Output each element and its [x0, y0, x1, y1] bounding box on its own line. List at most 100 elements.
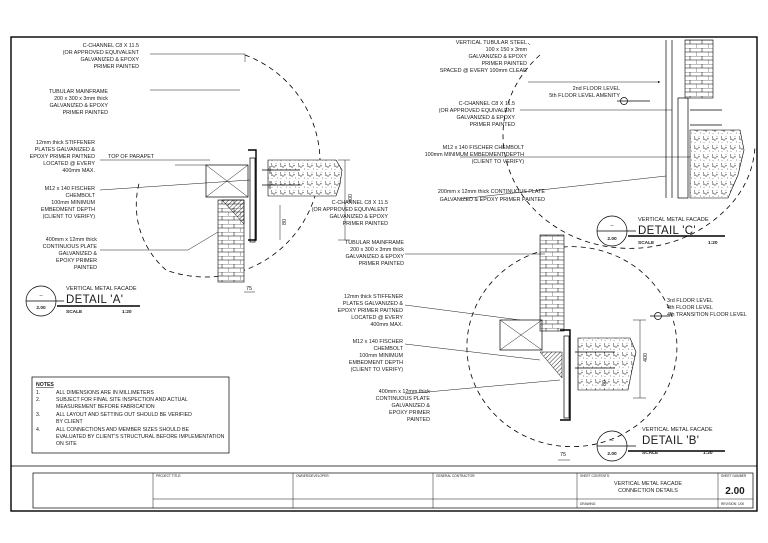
c-steel-line-4: PRIMER PAINTED — [482, 61, 528, 67]
c-subtitle: VERTICAL METAL FACADE — [638, 217, 709, 223]
a-chembolt-line-3: 100mm MINIMUM — [51, 200, 95, 206]
b-plate-line-3: GALVANIZED & — [392, 403, 431, 409]
project-title-label: PROJECT TITLE: — [156, 474, 181, 478]
a-scale-value: 1:20 — [122, 309, 132, 315]
notes-box: NOTES 1. ALL DIMENSIONS ARE IN MILLIMETE… — [31, 376, 230, 454]
c-plate-line-2: GALVANIZED & EPOXY PRIMER PAINTED — [440, 197, 545, 203]
c-c-channel-line-3: GALVANIZED & EPOXY — [456, 115, 515, 121]
c-level-2: 5th FLOOR LEVEL AMENITY — [549, 93, 620, 99]
detail-a-callouts: C-CHANNEL C8 X 11.5 (OR APPROVED EQUIVAL… — [30, 43, 354, 292]
c-chembolt-line-1: M12 x 140 FISCHER CHEMBOLT — [443, 145, 525, 151]
c-scale-value: 1:20 — [708, 240, 718, 246]
a-stiffener-line-4: LOCATED @ EVERY — [43, 161, 95, 167]
a-c-channel-line-3: GALVANIZED & EPOXY — [80, 57, 139, 63]
b-chembolt-line-3: 100mm MINIMUM — [359, 353, 403, 359]
detail-b-title: – 2.00 VERTICAL METAL FACADE DETAIL 'B' … — [596, 427, 725, 462]
c-steel-line-1: VERTICAL TUBULAR STEEL — [456, 40, 527, 46]
b-scale-label: SCALE — [642, 450, 659, 456]
a-c-channel-line-2: (OR APPROVED EQUIVALENT — [63, 50, 140, 56]
b-chembolt-line-2: CHEMBOLT — [373, 346, 403, 352]
title-block: PROJECT TITLE: OWNER/DEVELOPER: GENERAL … — [32, 472, 754, 509]
c-scale-label: SCALE — [638, 240, 655, 246]
a-parapet-label: TOP OF PARAPET — [108, 154, 155, 160]
a-chembolt-line-4: EMBEDMENT DEPTH — [41, 207, 95, 213]
sheet-border — [10, 36, 758, 512]
c-steel-line-5: SPACED @ EVERY 100mm CLEAR — [440, 68, 527, 74]
a-c-channel-line-1: C-CHANNEL C8 X 11.5 — [83, 43, 139, 49]
note-4-text: ALL CONNECTIONS AND MEMBER SIZES SHOULD … — [56, 427, 190, 433]
b-stiffener-line-4: LOCATED @ EVERY — [351, 315, 403, 321]
b-plate-line-4: EPOXY PRIMER — [389, 410, 430, 416]
a-title: DETAIL 'A' — [66, 294, 123, 306]
a-mainframe-line-1: TUBULAR MAINFRAME — [49, 89, 108, 95]
b-c-channel-line-1: C-CHANNEL C8 X 11.5 — [332, 200, 388, 206]
c-steel-line-2: 100 x 150 x 3mm — [486, 47, 528, 53]
b-level-1: 3rd FLOOR LEVEL — [667, 298, 713, 304]
note-3-num: 3. — [36, 412, 40, 418]
c-chembolt-line-2: 100mm MINIMUM EMBEDMENT DEPTH — [425, 152, 524, 158]
b-stiffener-line-1: 12mm thick STIFFENER — [344, 294, 403, 300]
b-level-2: 4th FLOOR LEVEL — [667, 305, 713, 311]
drawing-title-line-2: CONNECTION DETAILS — [618, 488, 678, 494]
note-3-text-cont: BY CLIENT — [56, 419, 84, 425]
b-c-channel-line-3: GALVANIZED & EPOXY — [329, 214, 388, 220]
note-2-num: 2. — [36, 397, 40, 403]
b-stiffener-line-2: PLATES GALVANIZED & — [343, 301, 404, 307]
note-2-text-cont: MEASUREMENT BEFORE FABRICATION — [56, 404, 155, 410]
c-c-channel-line-1: C-CHANNEL C8 X 11.5 — [459, 101, 515, 107]
b-marker-number: 2.00 — [607, 451, 617, 457]
b-plate-line-1: 400mm x 12mm thick — [379, 389, 431, 395]
b-c-channel-line-4: PRIMER PAINTED — [343, 221, 389, 227]
a-plate-line-5: PAINTED — [74, 265, 97, 271]
b-dim-inner: 80 — [602, 380, 608, 386]
note-1-text: ALL DIMENSIONS ARE IN MILLIMETERS — [56, 390, 154, 396]
revision-label: REVISION: 1/00 — [721, 502, 744, 506]
c-c-channel-line-4: PRIMER PAINTED — [470, 122, 516, 128]
a-marker-dash: – — [39, 293, 43, 299]
b-dim-height: 400 — [643, 353, 649, 362]
c-steel-line-3: GALVANIZED & EPOXY — [468, 54, 527, 60]
drawing-title-line-1: VERTICAL METAL FACADE — [614, 481, 682, 487]
detail-a-drawing — [99, 53, 350, 293]
a-subtitle: VERTICAL METAL FACADE — [66, 286, 137, 292]
detail-b-drawing — [404, 234, 678, 461]
a-chembolt-line-2: CHEMBOLT — [65, 193, 95, 199]
a-stiffener-line-5: 400mm MAX. — [62, 168, 95, 174]
b-mainframe-line-2: 200 x 300 x 3mm thick — [350, 247, 404, 253]
c-c-channel-line-2: (OR APPROVED EQUIVALENT — [439, 108, 516, 114]
b-c-channel-line-2: (OR APPROVED EQUIVALENT — [312, 207, 389, 213]
b-stiffener-line-5: 400mm MAX. — [370, 322, 403, 328]
a-mainframe-line-3: GALVANIZED & EPOXY — [49, 103, 108, 109]
b-mainframe-line-1: TUBULAR MAINFRAME — [345, 240, 404, 246]
b-subtitle: VERTICAL METAL FACADE — [642, 427, 713, 433]
detail-c-drawing — [459, 39, 756, 249]
b-chembolt-line-1: M12 x 140 FISCHER — [353, 339, 403, 345]
a-c-channel-line-4: PRIMER PAINTED — [94, 64, 140, 70]
owner-label: OWNER/DEVELOPER: — [296, 474, 330, 478]
contractor-label: GENERAL CONTRACTOR: — [436, 474, 475, 478]
b-marker-dash: – — [610, 438, 614, 444]
a-dim-inner: 80 — [282, 219, 288, 225]
b-chembolt-line-5: (CLIENT TO VERIFY) — [351, 367, 404, 373]
a-plate-line-3: GALVANIZED & — [59, 251, 98, 257]
b-mainframe-line-4: PRIMER PAINTED — [359, 261, 405, 267]
note-1-num: 1. — [36, 390, 40, 396]
b-stiffener-line-3: EPOXY PRIMER PAITNED — [338, 308, 404, 314]
c-marker-number: 2.00 — [607, 236, 617, 242]
sheet-contents-label: SHEET CONTENTS: — [580, 474, 610, 478]
b-title: DETAIL 'B' — [642, 435, 699, 447]
a-plate-line-2: CONTINUOUS PLATE — [43, 244, 98, 250]
c-chembolt-line-3: (CLIENT TO VERIFY) — [472, 159, 525, 165]
b-mainframe-line-3: GALVANIZED & EPOXY — [345, 254, 404, 260]
a-chembolt-line-5: (CLIENT TO VERIFY) — [43, 214, 96, 220]
detail-a-title: – 2.00 VERTICAL METAL FACADE DETAIL 'A' … — [25, 285, 140, 317]
notes-heading: NOTES — [36, 382, 54, 388]
detail-c-callouts: VERTICAL TUBULAR STEEL 100 x 150 x 3mm G… — [425, 40, 621, 203]
a-scale-label: SCALE — [66, 309, 83, 315]
a-dim-bottom: 75 — [246, 286, 252, 292]
note-4-text-cont: EVALUATED BY CLIENT'S STRUCTURAL BEFORE … — [56, 434, 225, 440]
note-4-num: 4. — [36, 427, 40, 433]
a-plate-line-4: EPOXY PRIMER — [56, 258, 97, 264]
c-level-1: 2nd FLOOR LEVEL — [573, 86, 620, 92]
note-2-text: SUBJECT FOR FINAL SITE INSPECTION AND AC… — [56, 397, 188, 403]
